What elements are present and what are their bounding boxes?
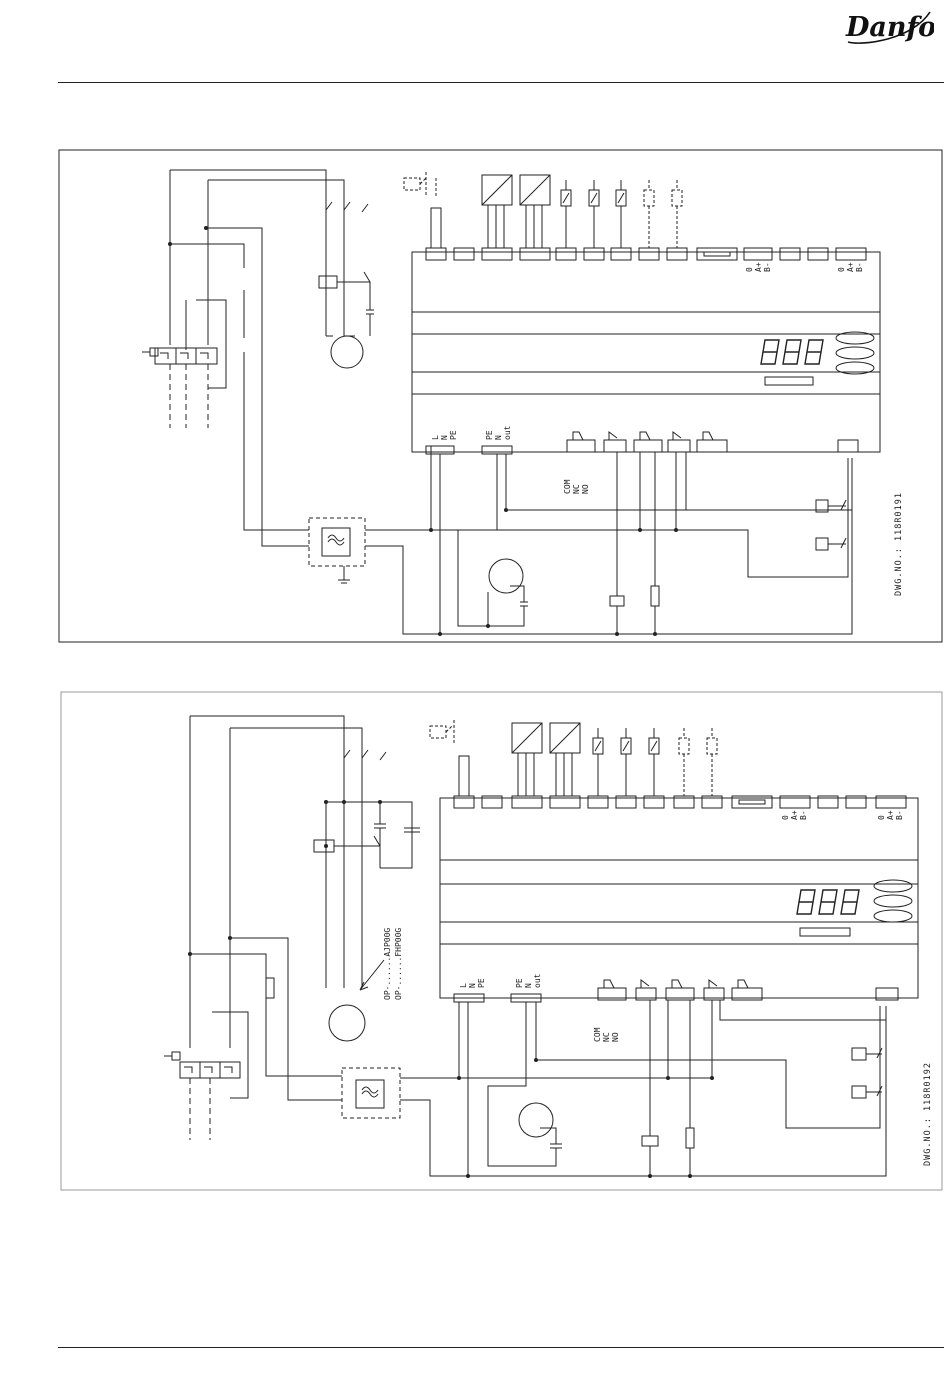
bus-terminal-label: 0 (781, 815, 790, 820)
motor-terminal-label: out (503, 425, 512, 440)
footer-rule (58, 1347, 944, 1348)
button-set (836, 347, 874, 359)
power-terminal-label: PE (449, 430, 458, 440)
fan-motor (519, 1103, 553, 1137)
controller-unit (440, 798, 918, 998)
motor-terminal-label: PE (515, 978, 524, 988)
button-down (874, 910, 912, 922)
bus-terminal-label: 0 (877, 815, 886, 820)
option-code: OP-......AJP00G (383, 928, 392, 1000)
relay-terminal-label: NO (611, 1032, 620, 1042)
fan-motor (489, 559, 523, 593)
relay-terminal-label: COM (563, 479, 572, 494)
sensor-inputs (430, 720, 717, 796)
header-rule (58, 82, 944, 83)
main-switch (142, 348, 217, 428)
option-code: OP-......FHP00G (394, 928, 403, 1000)
digital-input-2 (852, 1086, 866, 1098)
power-terminal-label: PE (477, 978, 486, 988)
danfoss-logo: Danfoss (842, 6, 934, 48)
power-terminal-label: N (440, 435, 449, 440)
digital-input-1 (852, 1048, 866, 1060)
motor-terminal-label: N (524, 983, 533, 988)
drawing-number: DWG.NO.: 118R0192 (923, 1062, 933, 1166)
button-up (874, 880, 912, 892)
button-set (874, 895, 912, 907)
relay-terminal-label: NO (581, 484, 590, 494)
diagram-frame (61, 692, 942, 1190)
bus-terminal-label: A+ (886, 810, 895, 820)
fuse (266, 978, 274, 998)
relay-terminal-label: COM (593, 1027, 602, 1042)
label-slot (765, 377, 813, 385)
relay-terminal-label: NC (572, 484, 581, 494)
motor-terminal-label: N (494, 435, 503, 440)
bus-terminal-label: B- (799, 810, 808, 820)
power-terminal-label: L (459, 983, 468, 988)
motor-terminal-label: out (533, 973, 542, 988)
bus-terminal-label: 0 (837, 267, 846, 272)
diagram-frame (59, 150, 942, 642)
brand-name: Danfoss (845, 12, 934, 43)
top-terminal-row (426, 248, 866, 260)
wiring-lines (170, 170, 852, 634)
controller-unit (412, 252, 880, 452)
compressor-motor (331, 336, 363, 368)
bus-terminal-label: A+ (846, 262, 855, 272)
motor-terminal-label: PE (485, 430, 494, 440)
mains-filter (342, 1068, 400, 1118)
power-terminal-label: L (431, 435, 440, 440)
bus-terminal-label: B- (895, 810, 904, 820)
bus-terminal-label: 0 (745, 267, 754, 272)
bus-terminal-label: B- (763, 262, 772, 272)
bus-terminal-label: A+ (754, 262, 763, 272)
bus-terminal-label: B- (855, 262, 864, 272)
wiring-diagram-bottom: L N PE PE N out COM NC NO 0 A+ B- 0 A+ B… (0, 688, 950, 1198)
seven-segment-display (761, 340, 823, 364)
drawing-number: DWG.NO.: 118R0191 (894, 492, 904, 596)
mains-filter (309, 518, 365, 566)
wiring-diagram-top: L N PE PE N out COM NC NO 0 A+ B- 0 A+ B… (0, 140, 950, 650)
bus-terminal-label: A+ (790, 810, 799, 820)
sensor-inputs (404, 172, 682, 248)
contactor-coil (319, 276, 337, 288)
relay-terminal-label: NC (602, 1032, 611, 1042)
main-switch (164, 1012, 248, 1140)
compressor-motor (329, 1005, 365, 1041)
wiring-lines (190, 716, 886, 1176)
power-terminal-label: N (468, 983, 477, 988)
label-slot (800, 928, 850, 936)
seven-segment-display (797, 890, 859, 914)
digital-input-2 (816, 538, 828, 550)
